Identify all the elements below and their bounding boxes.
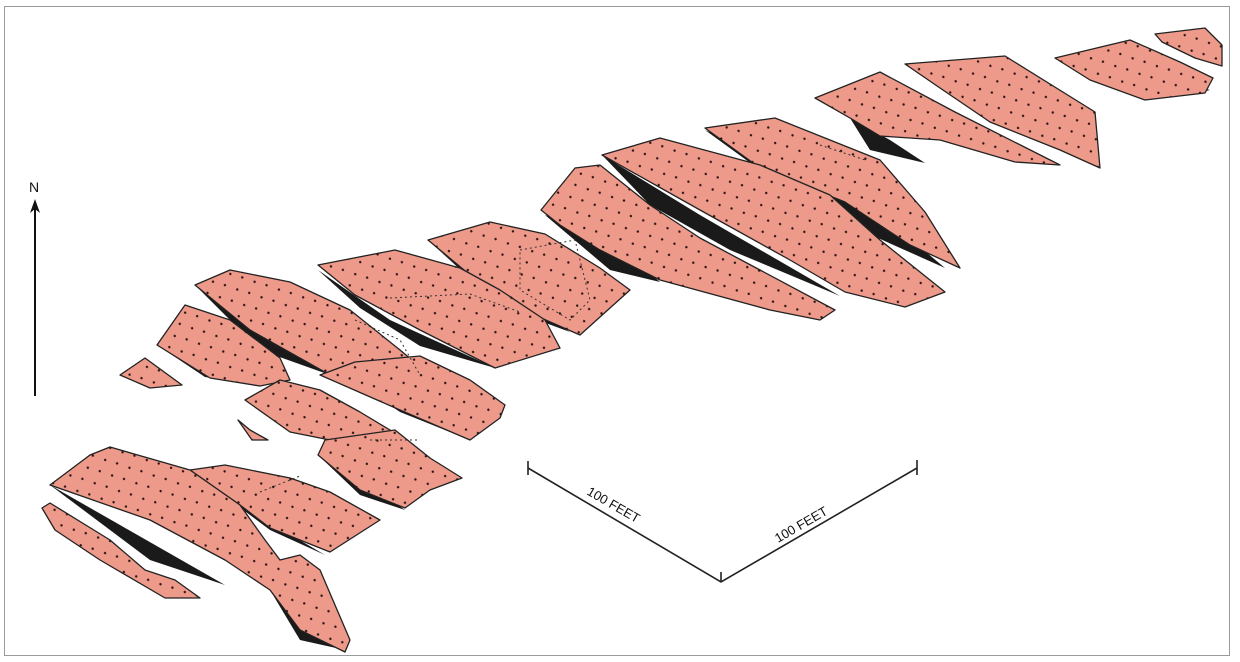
- scale-label-left: 100 FEET: [585, 484, 643, 526]
- north-arrow-icon: [30, 199, 40, 396]
- outcrop-block: [238, 420, 268, 440]
- scale-bar: [528, 460, 917, 582]
- outcrop-block: [318, 430, 462, 508]
- outcrop-block: [120, 358, 182, 388]
- north-label: N: [29, 179, 39, 195]
- outcrop-blocks: [42, 28, 1222, 652]
